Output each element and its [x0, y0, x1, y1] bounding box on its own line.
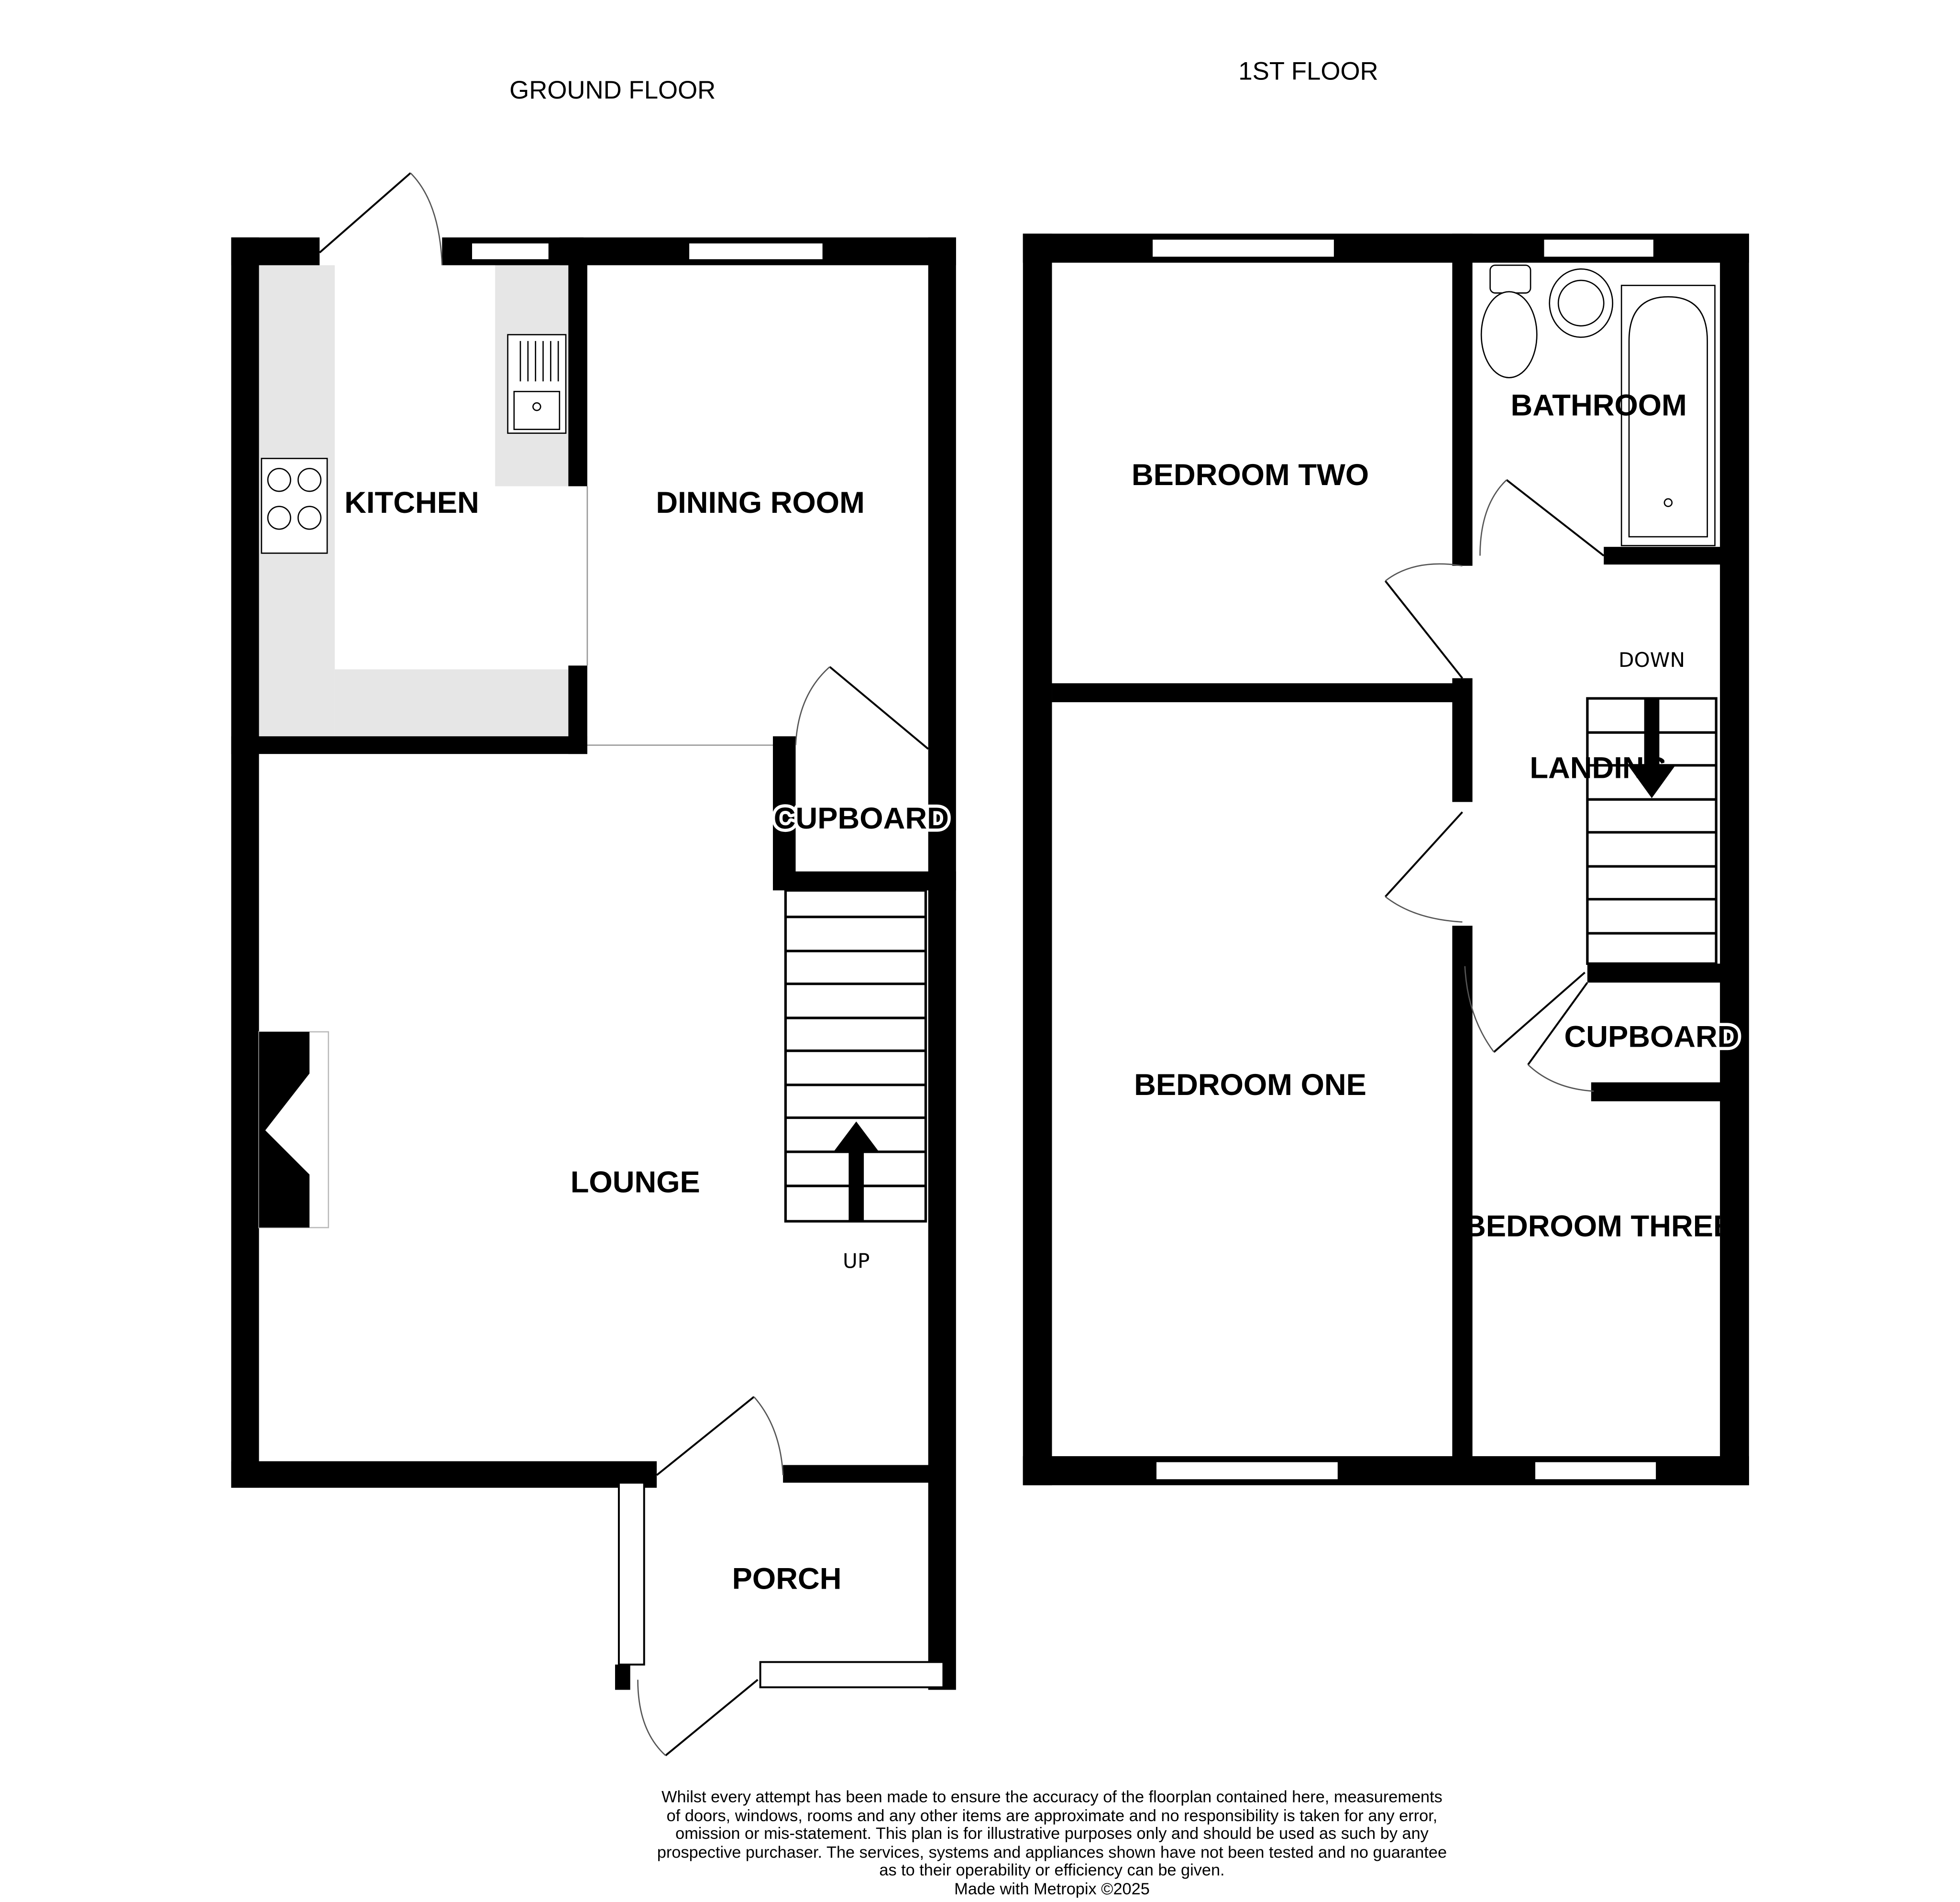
- basin-icon: [1549, 268, 1614, 338]
- lounge-door[interactable]: [656, 1396, 755, 1476]
- window: [1533, 1460, 1658, 1482]
- disclaimer-line: as to their operability or efficiency ca…: [879, 1861, 1224, 1880]
- window: [687, 241, 825, 261]
- room-label-bathroom: BATHROOM: [1510, 389, 1686, 422]
- hob-icon: [261, 458, 328, 554]
- window: [1542, 238, 1655, 259]
- toilet-icon: [1480, 265, 1538, 378]
- room-label-dining-room: DINING ROOM: [656, 486, 864, 520]
- cupboard-labels: CUPBOARD CUPBOARD: [771, 798, 1742, 1057]
- ground-floor-title: GROUND FLOOR: [509, 76, 716, 104]
- bedroom-three-door[interactable]: [1493, 972, 1586, 1053]
- stairs-down-label: DOWN: [1619, 648, 1685, 672]
- first-floor-plan: DOWN BEDROOM TWO BATHROOM LANDING BEDROO…: [1023, 233, 1749, 1485]
- arrow-up-icon: [833, 1121, 879, 1221]
- staircase[interactable]: [784, 889, 927, 1223]
- back-door[interactable]: [319, 172, 411, 254]
- stairs-up-label: UP: [843, 1250, 870, 1273]
- disclaimer-line: of doors, windows, rooms and any other i…: [667, 1807, 1438, 1825]
- room-label-lounge: LOUNGE: [571, 1165, 700, 1199]
- room-label-bedroom-three: BEDROOM THREE: [1464, 1210, 1733, 1243]
- cupboard-door[interactable]: [829, 666, 929, 750]
- window: [759, 1661, 945, 1689]
- kitchen-counter: [334, 669, 569, 737]
- front-door[interactable]: [665, 1679, 759, 1757]
- bedroom-one-door[interactable]: [1385, 811, 1463, 897]
- disclaimer: Whilst every attempt has been made to en…: [657, 1788, 1447, 1898]
- staircase[interactable]: [1586, 697, 1718, 965]
- fireplace-icon: [258, 1031, 330, 1228]
- room-label-landing: LANDING: [1530, 751, 1668, 785]
- bath-icon: [1620, 285, 1716, 546]
- bedroom-two-door[interactable]: [1384, 580, 1464, 679]
- window: [1154, 1460, 1340, 1482]
- credit: Made with Metropix ©2025: [954, 1880, 1150, 1898]
- ground-floor-plan: UP KITCHEN DINING ROOM LOUNGE PORCH: [231, 172, 956, 1757]
- window: [470, 241, 551, 261]
- window: [617, 1482, 645, 1666]
- disclaimer-line: prospective purchaser. The services, sys…: [657, 1844, 1447, 1862]
- room-label-bedroom-two: BEDROOM TWO: [1132, 458, 1369, 492]
- bathroom-door[interactable]: [1506, 479, 1605, 557]
- room-label-bedroom-one: BEDROOM ONE: [1134, 1068, 1366, 1102]
- arrow-down-icon: [1629, 698, 1675, 798]
- disclaimer-line: Whilst every attempt has been made to en…: [661, 1788, 1442, 1806]
- first-floor-title: 1ST FLOOR: [1238, 57, 1378, 85]
- room-label-cupboard-first: CUPBOARD: [1564, 1020, 1739, 1054]
- room-label-kitchen: KITCHEN: [344, 486, 479, 520]
- room-label-cupboard: CUPBOARD: [774, 802, 949, 835]
- sink-icon: [507, 334, 567, 434]
- cupboard-door[interactable]: [1527, 982, 1588, 1065]
- disclaimer-line: omission or mis-statement. This plan is …: [675, 1825, 1429, 1843]
- window: [1151, 238, 1336, 259]
- room-label-porch: PORCH: [732, 1562, 842, 1595]
